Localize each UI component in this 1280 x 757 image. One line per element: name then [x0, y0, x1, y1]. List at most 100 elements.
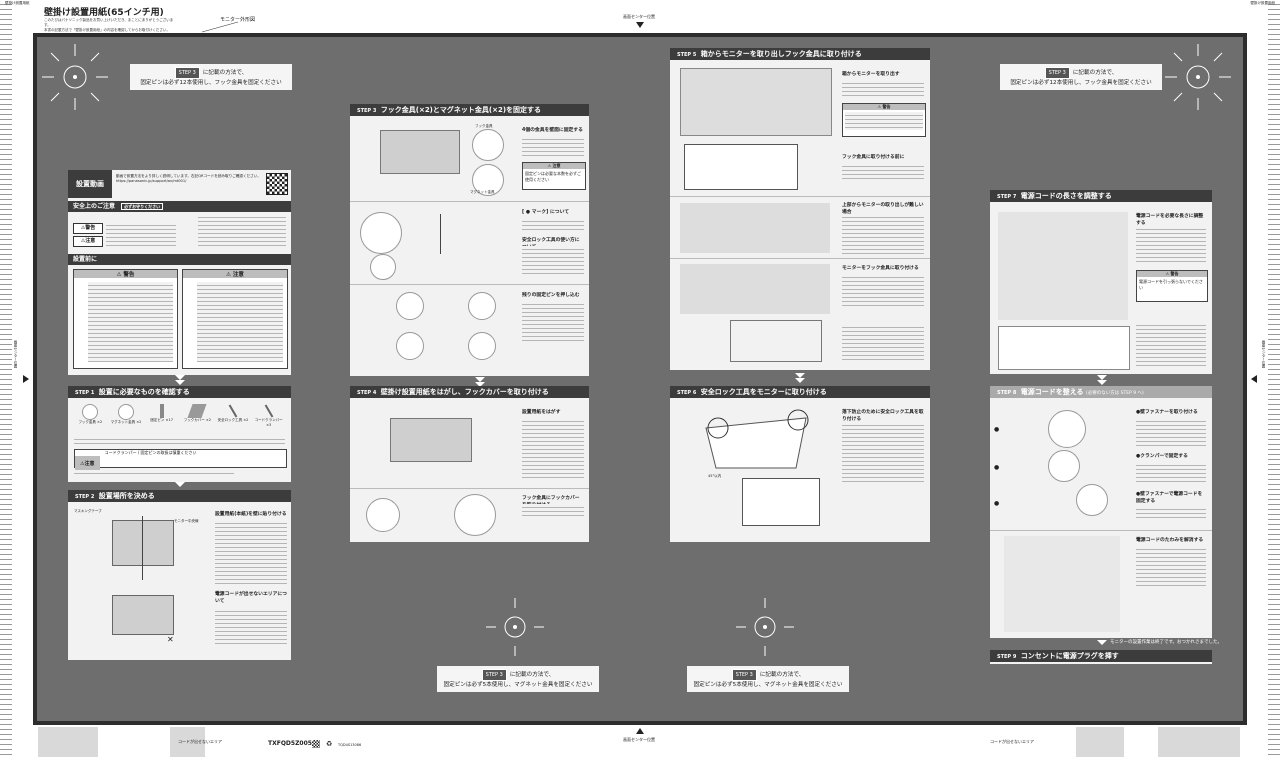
right-center-arrow	[1251, 375, 1257, 383]
corner-code-right: 壁掛け設置用紙	[1250, 1, 1276, 5]
pin-insert-diagram	[360, 212, 402, 254]
step3-heading-4: 残りの固定ピンを押し込む	[522, 293, 580, 298]
caution-box-text	[197, 282, 283, 362]
video-url[interactable]: https://panasonic.jp/support/av/mt001/	[116, 179, 187, 183]
center-bottom-label: 画面センター位置	[623, 737, 655, 742]
item-cord-clamper: コードクランパー ×3	[252, 404, 285, 430]
left-center-arrow	[23, 375, 29, 383]
step8-note: (必要のない方は STEP 9 へ)	[1085, 391, 1144, 396]
center-line	[142, 516, 143, 580]
magnet-bracket-icon	[472, 164, 504, 196]
step7-header: STEP 7 電源コードの長さを調整する	[990, 190, 1212, 202]
step5-panel: STEP 5 箱からモニターを取り出しフック金具に取り付ける 箱からモニターを取…	[670, 48, 930, 370]
no-cord-label-right: コードが出せないエリア	[990, 739, 1034, 744]
no-cord-area-right-2	[1158, 727, 1240, 757]
step4-header: STEP 4 壁掛け設置用紙をはがし、フックカバーを取り付ける	[350, 386, 589, 398]
step2-heading-1: 設置用紙(本紙)を壁に貼り付ける	[215, 512, 287, 517]
step5-heading-1: 箱からモニターを取り出す	[842, 72, 900, 77]
note-line-2: 固定ピンは必ず5本使用し、マグネット金具を固定ください	[443, 682, 593, 688]
item-magnet: マグネット金具 ×2	[110, 404, 143, 430]
step2-heading-2: 電源コードが出せないエリアについて	[215, 592, 287, 604]
step5-heading-3: 上部からモニターの取り出しが難しい場合	[842, 203, 924, 215]
step8-header: STEP 8 電源コードを整える (必要のない方は STEP 9 へ)	[990, 386, 1212, 398]
step1-text	[74, 436, 285, 446]
center-top-arrow	[636, 22, 644, 28]
step3-caution: ⚠ 注意 固定ピンは必要な本数を必ずご使用ください	[522, 162, 586, 190]
step6-text-1	[842, 422, 924, 482]
recycle-icon: ♻	[326, 740, 333, 748]
before-install-header: 設置前に	[68, 254, 291, 265]
center-top-label: 画面センター位置	[623, 14, 655, 19]
step2-text-2	[215, 608, 287, 646]
bullet-3: ●	[994, 500, 1000, 507]
pin-pattern-4	[468, 332, 496, 360]
magnet-label: マグネット金具	[470, 190, 495, 194]
step7-heading-1: 電源コードを必要な長さに調整する	[1136, 214, 1204, 226]
note-line-2: 固定ピンは必ず5本使用し、マグネット金具を固定ください	[693, 682, 843, 688]
step4-panel: STEP 4 壁掛け設置用紙をはがし、フックカバーを取り付ける 設置用紙をはがす…	[350, 386, 589, 542]
step7-text-2	[1136, 322, 1206, 366]
step8-heading-4: 電源コードのたわみを解消する	[1136, 538, 1204, 543]
alt-unbox-diagram	[680, 203, 830, 253]
step3-text-1	[522, 136, 584, 158]
step3-text-4	[522, 301, 584, 343]
left-ruler	[0, 0, 12, 757]
hook-detail-diagram	[684, 144, 798, 190]
warning-box: ⚠ 警告	[73, 269, 178, 369]
wall-fastener-detail-2	[1076, 484, 1108, 516]
masking-label: マスキングテープ	[74, 509, 102, 513]
step5-warning-text	[845, 112, 923, 130]
step7-panel: STEP 7 電源コードの長さを調整する 電源コードを必要な長さに調整する ⚠ …	[990, 190, 1212, 374]
flow-chevron	[475, 382, 485, 387]
warning-label: ⚠警告	[73, 223, 103, 234]
video-description: 動画で設置方法をより詳しく説明しています。右記QRコードを読み取りご確認ください…	[116, 174, 261, 178]
no-cord-area-left	[38, 727, 98, 757]
step2-diagram-1: マスキングテープ モニター中央線	[74, 506, 202, 583]
subtitle-line-2: 本書の記載方法で「壁掛け設置用紙」の内容を確認してからお取付けください。	[44, 28, 170, 32]
pin-pattern-1	[396, 292, 424, 320]
warning-box-title: ⚠ 警告	[74, 270, 177, 278]
safety-badge: 必ずお守りください	[121, 203, 164, 210]
step8-text-2	[1136, 462, 1206, 484]
note-line-2: 固定ピンは必ず12本使用し、フック金具を固定ください	[140, 80, 282, 86]
step3-caution-title: ⚠ 注意	[523, 163, 585, 169]
step-ref-badge: STEP 3	[174, 67, 200, 79]
safety-panel: 設置動画 動画で設置方法をより詳しく説明しています。右記QRコードを読み取りご確…	[68, 170, 291, 375]
step3-heading-2: [ ● マーク] について	[522, 210, 570, 215]
video-title: 設置動画	[68, 170, 112, 198]
step7-warning: ⚠ 警告 電源コードを引っ張らないでください	[1136, 270, 1208, 302]
qr-code[interactable]	[266, 173, 288, 195]
step8-text-1	[1136, 418, 1206, 448]
step7-warning-text: 電源コードを引っ張らないでください	[1139, 279, 1203, 290]
safety-header: 安全上のご注意 必ずお守りください	[68, 201, 291, 212]
corner-code-left: 壁掛け設置用紙	[5, 1, 30, 5]
pin-position-marker-bottom-right	[736, 598, 794, 656]
unbox-diagram	[680, 68, 832, 136]
side-left-label: 画面センター位置	[14, 340, 18, 368]
note-line-1: に記載の方法で、	[1072, 70, 1118, 76]
step5-text-4	[842, 274, 924, 308]
outlet-diagram	[998, 326, 1130, 370]
divider	[670, 258, 930, 259]
cord-slack-diagram	[1004, 536, 1120, 632]
item-pin: 固定ピン ×17	[145, 404, 178, 430]
hook-layout-diagram	[380, 130, 460, 174]
safety-title: 安全上のご注意	[73, 203, 116, 210]
step3-text-3	[522, 246, 584, 276]
cord-length-diagram	[998, 212, 1128, 320]
safety-text-lines-2	[198, 214, 286, 246]
step5-warning: ⚠ 警告	[842, 103, 926, 137]
safety-lock-hand-diagram	[440, 214, 501, 254]
no-cord-mark: ✕	[167, 635, 174, 644]
pin-pattern-2	[468, 292, 496, 320]
monitor-on-wall-diagram	[730, 320, 822, 362]
safety-text-lines	[106, 222, 176, 246]
paper-peel-diagram	[390, 418, 472, 462]
step3-heading-1: 4個の金具を壁面に固定する	[522, 128, 583, 133]
safety-lock-detail	[742, 478, 820, 526]
pin-position-marker-top-right	[1165, 44, 1231, 110]
no-cord-area-right	[1076, 727, 1124, 757]
